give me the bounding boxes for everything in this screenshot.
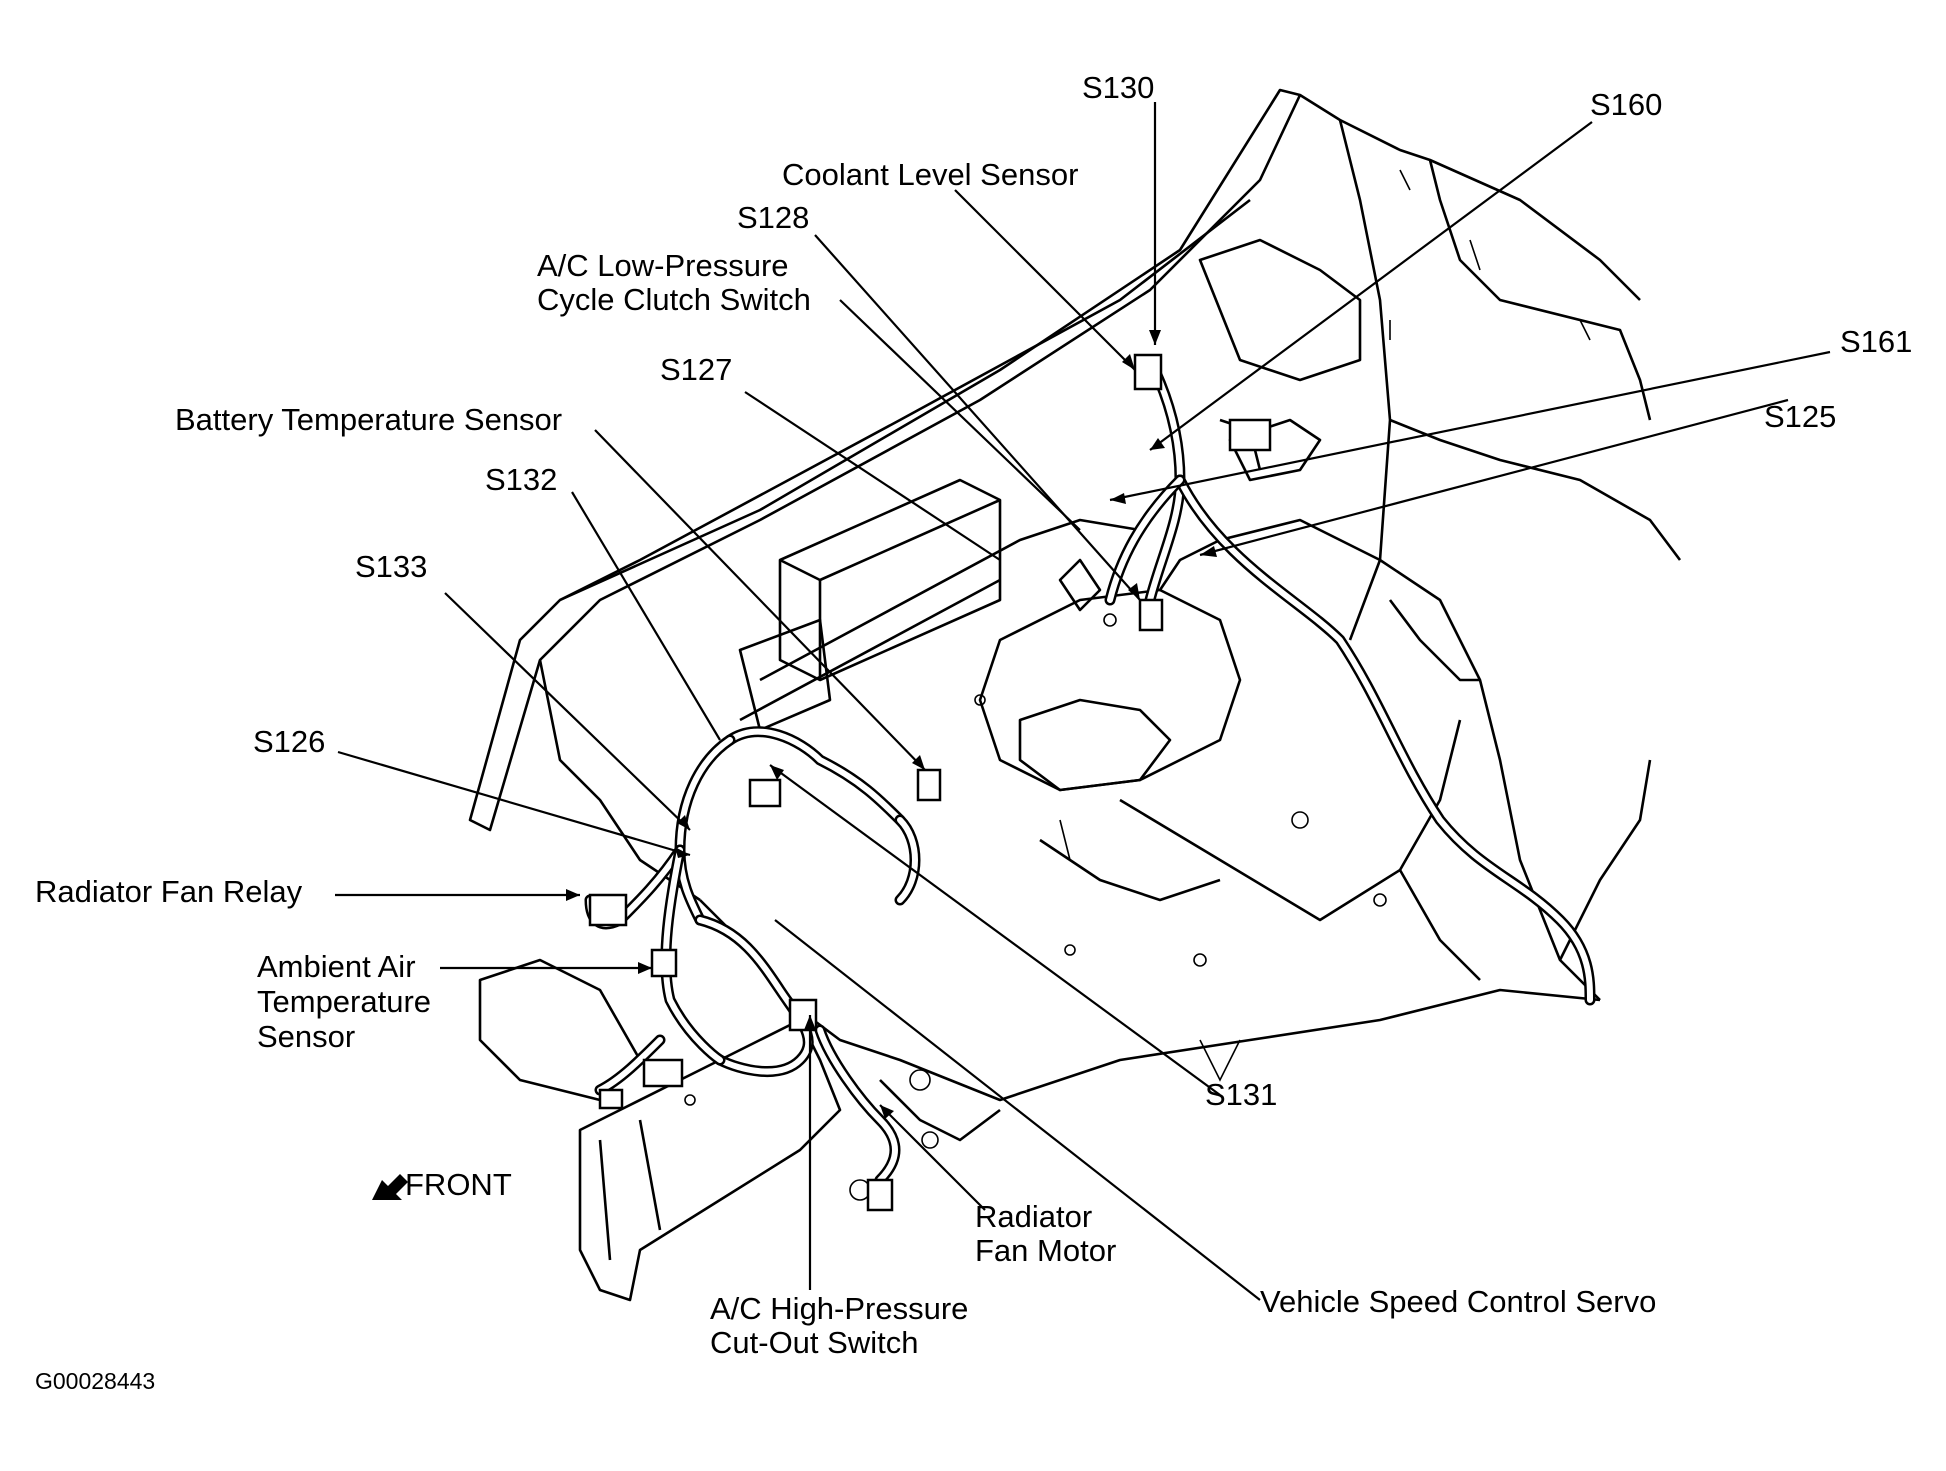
label-ac-high-pressure-line2: Cut-Out Switch (710, 1325, 919, 1360)
label-s125: S125 (1764, 399, 1837, 434)
connectors (588, 353, 1272, 1212)
figure-id: G00028443 (35, 1368, 156, 1394)
wiring-harness (584, 354, 1596, 1186)
label-coolant-level-sensor: Coolant Level Sensor (782, 157, 1079, 192)
label-radiator-fan-relay: Radiator Fan Relay (35, 874, 303, 909)
label-front: FRONT (405, 1167, 512, 1202)
label-s127: S127 (660, 352, 733, 387)
label-s130: S130 (1082, 70, 1155, 105)
label-s132: S132 (485, 462, 558, 497)
label-battery-temperature-sensor: Battery Temperature Sensor (175, 402, 563, 437)
label-ac-low-pressure-line2: Cycle Clutch Switch (537, 282, 811, 317)
label-ac-high-pressure-line1: A/C High-Pressure (710, 1291, 969, 1326)
label-ambient-air-line1: Ambient Air (257, 949, 416, 984)
label-s161: S161 (1840, 324, 1913, 359)
label-s128: S128 (737, 200, 810, 235)
label-s131: S131 (1205, 1077, 1278, 1112)
front-arrow-icon (372, 1174, 408, 1200)
label-s160: S160 (1590, 87, 1663, 122)
label-s133: S133 (355, 549, 428, 584)
arrowheads (566, 330, 1217, 1119)
label-vehicle-speed-control-servo: Vehicle Speed Control Servo (1260, 1284, 1657, 1319)
label-ambient-air-line2: Temperature (257, 984, 432, 1019)
label-radiator-fan-motor-line2: Fan Motor (975, 1233, 1117, 1268)
label-s126: S126 (253, 724, 326, 759)
label-ambient-air-line3: Sensor (257, 1019, 356, 1054)
label-ac-low-pressure-line1: A/C Low-Pressure (537, 248, 789, 283)
label-radiator-fan-motor-line1: Radiator (975, 1199, 1093, 1234)
leader-lines (335, 102, 1831, 1301)
